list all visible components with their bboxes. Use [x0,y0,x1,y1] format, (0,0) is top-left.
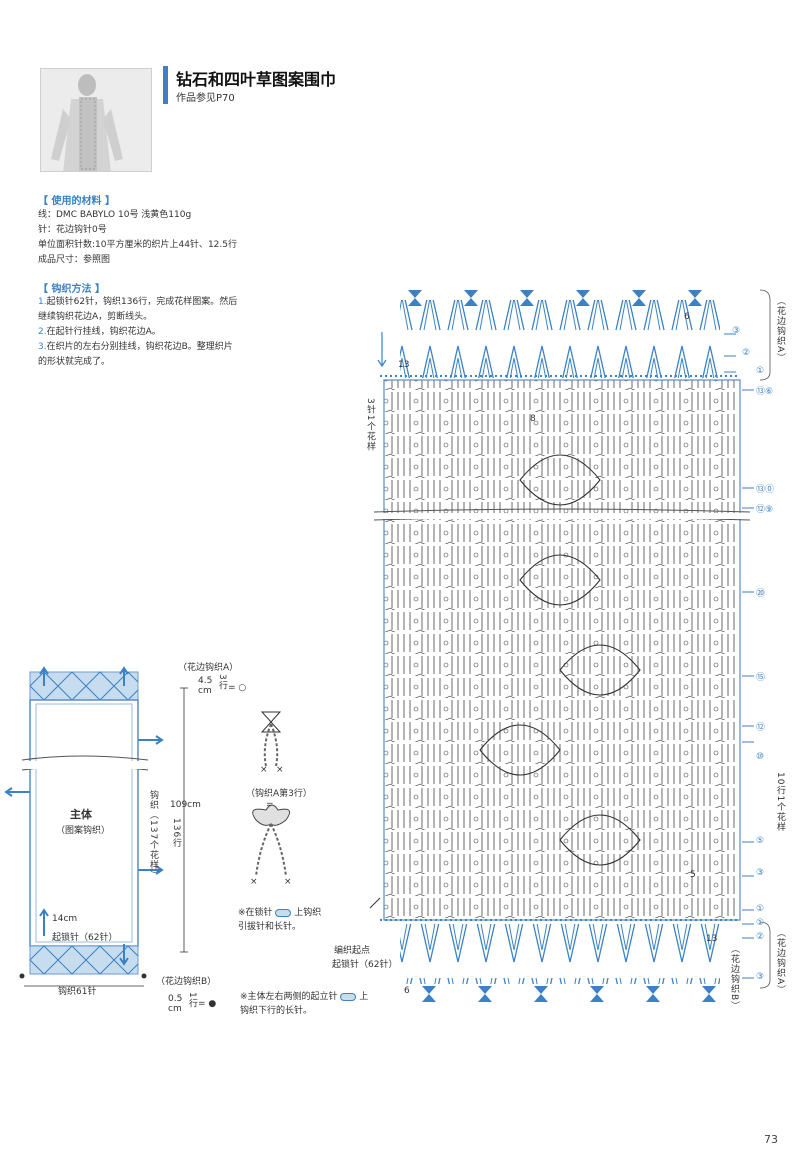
page-subtitle: 作品参见P70 [176,93,235,104]
materials-heading: 【 使用的材料 】 [38,196,115,207]
svg-text:×: × [250,877,258,887]
method-step: 1.起锁针62针，钩织136行，完成花样图案。然后 [38,295,237,310]
edge-a-cm: 4.5 [198,676,213,686]
method-heading: 【 钩织方法 】 [38,284,105,295]
edge-a-label: （花边钩织A） [178,663,239,673]
count-label: 5 [690,870,696,880]
svg-text:×: × [284,877,292,887]
row-marker: ① [756,904,765,914]
detail-note-1: ※在锁针 上钩织 引拔针和长针。 [238,906,321,934]
page-number: 73 [764,1133,778,1146]
note-text: ※主体左右两侧的起立针 [240,992,338,1002]
page-title: 钻石和四叶草图案围巾 [176,70,337,89]
model-illustration [41,69,151,171]
materials-line: 针：花边钩针0号 [38,225,107,235]
left-repeat-label: 3针1个花样 [365,398,375,452]
svg-text:×: × [276,765,284,775]
edge-b-label: （花边钩织B） [156,977,217,987]
edge-a-eq: = ○ [228,683,247,693]
method-step: 继续钩织花边A，剪断线头。 [38,310,237,325]
count-label: 13 [706,934,718,944]
row-marker: ① [756,918,765,928]
body-label: 主体 [70,808,92,821]
step-number: 1. [38,297,47,307]
step-text: 在起针行挂线，钩织花边A。 [46,327,161,337]
title-accent-bar [163,66,168,104]
row-marker: ⑩ [756,752,765,762]
step-text: 继续钩织花边A，剪断线头。 [38,312,153,322]
edge-b-vertical-label: （花边钩织B） [729,944,739,1012]
edge-a-rows: 3行 [217,674,227,691]
row-marker: ③ [732,326,741,336]
row-marker: ⑤ [756,836,765,846]
detail-caption: （钩织A第3行） [246,789,312,799]
row-marker: ⑮ [756,673,766,683]
edge-b-rows: 1行 [187,992,197,1009]
note-text: 钩织下行的长针。 [240,1006,313,1016]
start-label-1: 编织起点 [334,946,371,956]
row-marker: ⑫⑨ [756,505,774,515]
method-step: 2.在起针行挂线，钩织花边A。 [38,325,237,340]
materials-line: 成品尺寸：参照图 [38,255,111,265]
pattern-count-label: 钩织（137个花样） [148,790,158,881]
chain-stitch-icon [275,908,292,917]
step-number: 2. [38,327,47,337]
step-number: 3. [38,342,47,352]
materials-line: 线：DMC BABYLO 10号 浅黄色110g [38,210,192,220]
detail-diagram: × × × × [250,711,292,887]
note-text: 上 [359,992,369,1002]
edge-a-lower-vertical-label: （花边钩织A） [775,928,785,996]
crochet-chart [369,289,771,1002]
scarf-schematic [4,666,188,987]
note-text: ※在锁针 [238,908,273,918]
count-label: 6 [684,312,690,322]
chain-stitch-icon [340,992,357,1001]
start-label-2: 起锁针（62针） [332,960,398,970]
garment-photo [40,68,152,172]
right-repeat-label: 10行1个花样 [775,772,785,833]
row-marker: ⑫ [756,723,766,733]
row-marker: ⑳ [756,589,766,599]
row-marker: ⑬⓪ [756,485,775,495]
count-label: 6 [404,986,410,996]
edge-b-eq: = ● [198,999,217,1009]
method-step: 3.在织片的左右分别挂线，钩织花边B。整理织片 [38,340,237,355]
row-marker: ③ [756,868,765,878]
bottom-stitch-label: 钩织61针 [58,987,97,997]
materials-line: 单位面积针数:10平方厘米的织片上44针、12.5行 [38,240,237,250]
count-label: 8 [530,414,536,424]
svg-text:×: × [260,765,268,775]
chain-label: 起锁针（62针） [52,933,118,943]
count-label: 13 [398,360,410,370]
step-text: 起锁针62针，钩织136行，完成花样图案。然后 [46,297,238,307]
step-text: 的形状就完成了。 [38,357,111,367]
edge-b-cm-unit: cm [168,1004,182,1014]
body-sub-label: （图案钩织） [56,826,111,836]
step-text: 在织片的左右分别挂线，钩织花边B。整理织片 [46,342,233,352]
detail-note-2: ※主体左右两侧的起立针 上 钩织下行的长针。 [240,990,368,1018]
row-marker: ③ [756,972,765,982]
edge-a-cm-unit: cm [198,686,212,696]
materials-list: 线：DMC BABYLO 10号 浅黄色110g 针：花边钩针0号 单位面积针数… [38,208,237,268]
row-marker: ② [756,932,765,942]
edge-a-vertical-label: （花边钩织A） [775,296,785,364]
method-list: 1.起锁针62针，钩织136行，完成花样图案。然后 继续钩织花边A，剪断线头。 … [38,295,237,370]
note-text: 上钩织 [294,908,322,918]
width-label: 14cm [52,914,78,924]
note-text: 引拔针和长针。 [238,922,302,932]
detail-equals: = [266,800,274,810]
method-step: 的形状就完成了。 [38,355,237,370]
rows-label: 136行 [171,818,181,849]
row-marker: ⑬⑥ [756,387,774,397]
edge-b-cm: 0.5 [168,994,183,1004]
height-label: 109cm [170,800,201,810]
row-marker: ① [756,366,765,376]
row-marker: ② [742,348,751,358]
